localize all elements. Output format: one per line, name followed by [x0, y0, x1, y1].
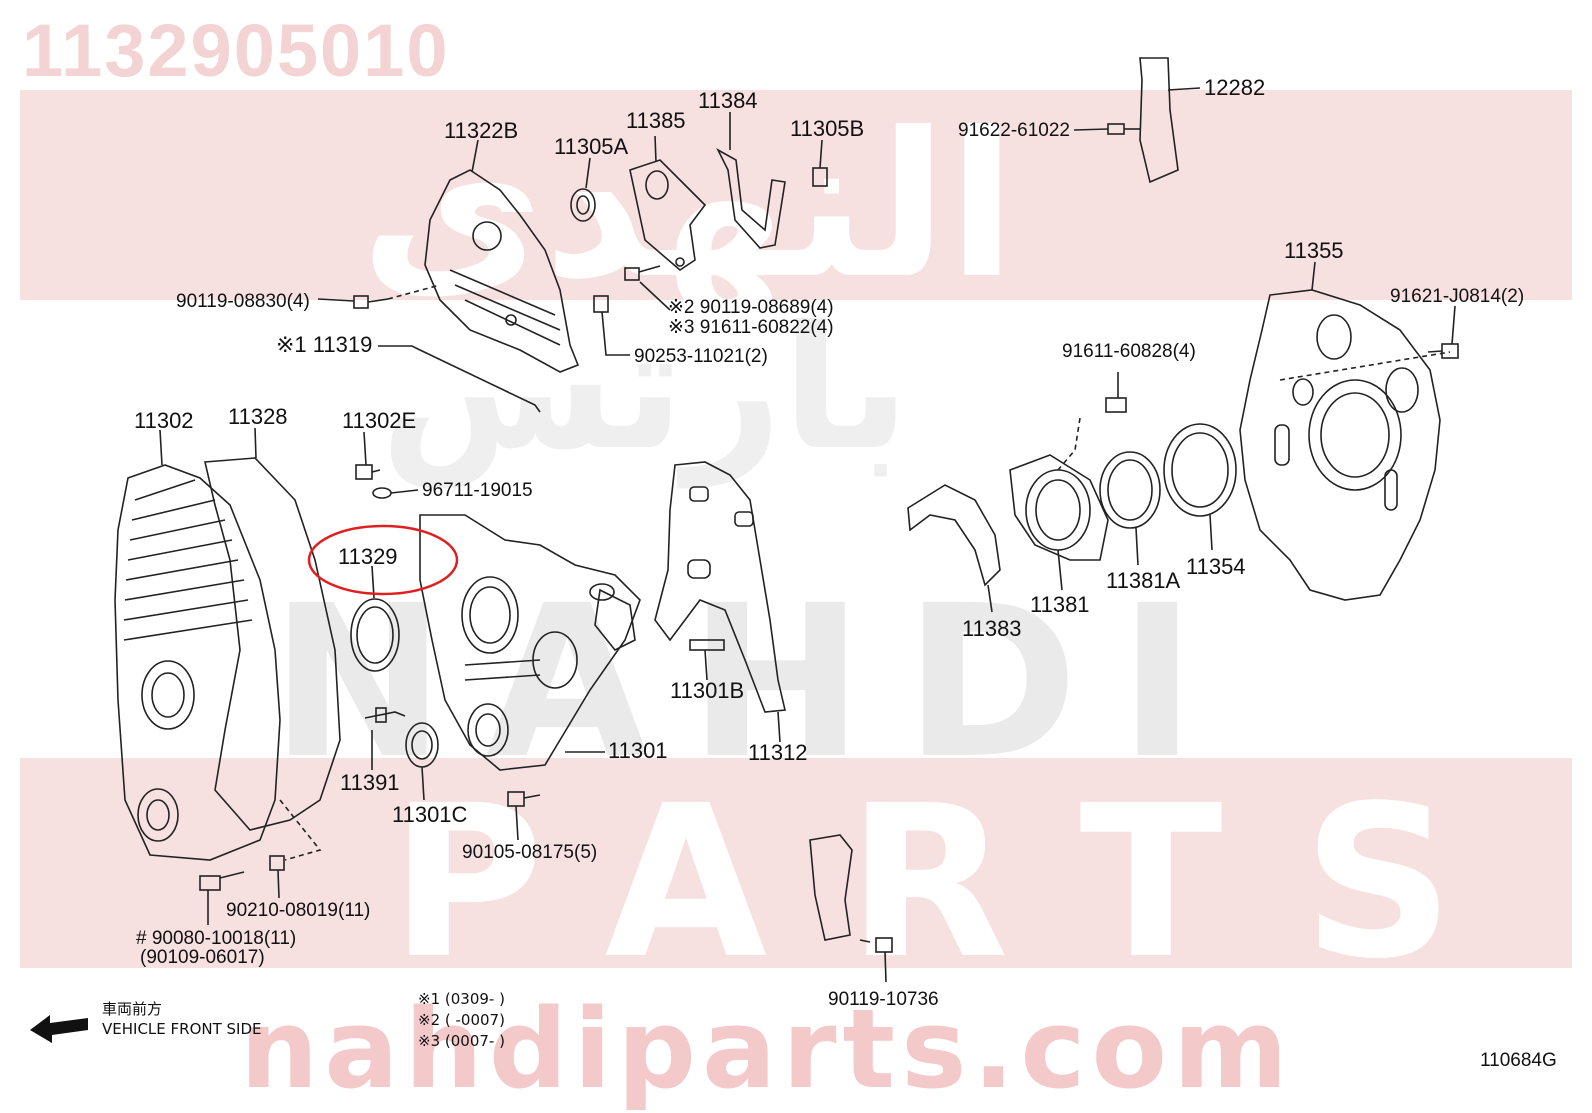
seal-retainer-11381[interactable] — [1009, 454, 1109, 591]
label-11328: 11328 — [228, 404, 288, 429]
label-group: 11322B 11305A 11385 11384 11305B 12282 9… — [134, 75, 1557, 1071]
label-91622-61022: 91622-61022 — [958, 120, 1070, 141]
label-90109-06017: (90109-06017) — [140, 947, 265, 968]
label-11305A: 11305A — [554, 134, 629, 159]
plate-11384[interactable] — [716, 148, 786, 249]
label-11312: 11312 — [748, 740, 808, 765]
cover-gasket-11328[interactable] — [204, 427, 341, 861]
watermark-band-bottom — [20, 758, 1572, 968]
label-11302: 11302 — [134, 408, 194, 433]
oil-seal-11381A[interactable] — [1099, 451, 1161, 566]
label-11381A: 11381A — [1106, 568, 1181, 593]
bolt-90080-10018[interactable] — [199, 871, 245, 925]
bolt-91622-61022[interactable] — [1107, 123, 1140, 135]
bolt-91611-60828[interactable] — [1057, 372, 1127, 471]
gasket-11383[interactable] — [907, 484, 1001, 613]
highlight-circle-11329 — [307, 524, 459, 596]
label-90210-08019: 90210-08019(11) — [226, 900, 370, 921]
pin-90253-11021[interactable] — [593, 295, 630, 356]
label-90253-11021: 90253-11021(2) — [634, 346, 768, 367]
leader-lines — [317, 112, 1456, 345]
label-11329: 11329 — [338, 544, 398, 569]
oil-seal-11354[interactable] — [1163, 423, 1237, 551]
label-11302E: 11302E — [342, 408, 416, 433]
label-11384: 11384 — [698, 88, 758, 113]
bracket-12282[interactable] — [1139, 57, 1201, 184]
label-91611-60828: 91611-60828(4) — [1062, 341, 1196, 362]
watermark-arabic-top: النهدي — [360, 90, 1017, 323]
label-11305B: 11305B — [790, 116, 864, 141]
bracket-lower[interactable] — [809, 834, 893, 983]
label-96711-19015: 96711-19015 — [422, 480, 533, 501]
label-11301: 11301 — [608, 738, 668, 763]
label-90105-08175: 90105-08175(5) — [462, 842, 597, 863]
rod-11319[interactable] — [378, 345, 541, 413]
lower-timing-cover-11302[interactable] — [114, 429, 281, 861]
label-90080-10018: # 90080-10018(11) — [136, 928, 296, 949]
label-11391: 11391 — [340, 770, 400, 795]
seal-11305A[interactable] — [570, 188, 596, 222]
legend-note-2: ※2 ( -0007) — [418, 1011, 505, 1029]
label-11301C: 11301C — [392, 802, 468, 827]
watermark-url: nahdiparts.com — [240, 985, 1294, 1113]
legend-front-jp: 車両前方 — [102, 1000, 163, 1018]
label-11301B: 11301B — [670, 678, 744, 703]
stud-11301B[interactable] — [689, 639, 725, 681]
label-90119-08689: ※2 90119-08689(4) — [668, 297, 834, 318]
label-12282: 12282 — [1204, 75, 1265, 100]
watermark-arabic-mid: بارتس — [380, 290, 910, 488]
label-11354: 11354 — [1186, 554, 1246, 579]
legend-note-3: ※3 (0007- ) — [418, 1032, 505, 1050]
label-11381: 11381 — [1030, 592, 1090, 617]
label-90119-10736: 90119-10736 — [828, 989, 939, 1010]
gasket-96711-19015[interactable] — [372, 487, 419, 499]
label-90119-08830: 90119-08830(4) — [176, 291, 310, 312]
label-11355: 11355 — [1284, 238, 1344, 263]
label-91611-60822: ※3 91611-60822(4) — [668, 317, 834, 338]
watermark-latin-bottom: PARTS — [390, 760, 1534, 1005]
part-number-title: 1132905010 — [22, 9, 450, 92]
plug-11302E[interactable] — [355, 431, 381, 480]
oil-seal-11301C[interactable] — [405, 722, 439, 801]
label-91621-J0814: 91621-J0814(2) — [1390, 286, 1524, 307]
engine-back-plate-11355[interactable] — [1239, 289, 1451, 601]
bolt-90119-08689[interactable] — [624, 265, 671, 311]
sleeve-11305B[interactable] — [812, 167, 828, 187]
bracket-11385[interactable] — [629, 159, 707, 272]
oil-seal-11329[interactable] — [350, 565, 400, 672]
label-11322B: 11322B — [444, 118, 518, 143]
diagram-code: 110684G — [1480, 1050, 1557, 1071]
bolt-90105-08175[interactable] — [507, 791, 541, 841]
upper-timing-cover-11322B[interactable] — [424, 169, 580, 373]
sensor-11391[interactable] — [364, 707, 406, 770]
legend-note-1: ※1 (0309- ) — [418, 990, 505, 1008]
pump-gasket-11312[interactable] — [654, 461, 786, 743]
legend-front-en: VEHICLE FRONT SIDE — [102, 1020, 262, 1038]
oil-pump-housing-11301[interactable] — [419, 514, 641, 771]
bolt-91621-J0814[interactable] — [1427, 343, 1459, 359]
watermark-band-top — [20, 90, 1572, 300]
vehicle-front-arrow-icon — [30, 1015, 88, 1043]
label-11383: 11383 — [962, 616, 1022, 641]
label-11385: 11385 — [626, 108, 686, 133]
bolt-90119-08830[interactable] — [353, 284, 441, 309]
washer-90210-08019[interactable] — [269, 855, 285, 899]
label-11319: ※1 11319 — [276, 332, 372, 357]
